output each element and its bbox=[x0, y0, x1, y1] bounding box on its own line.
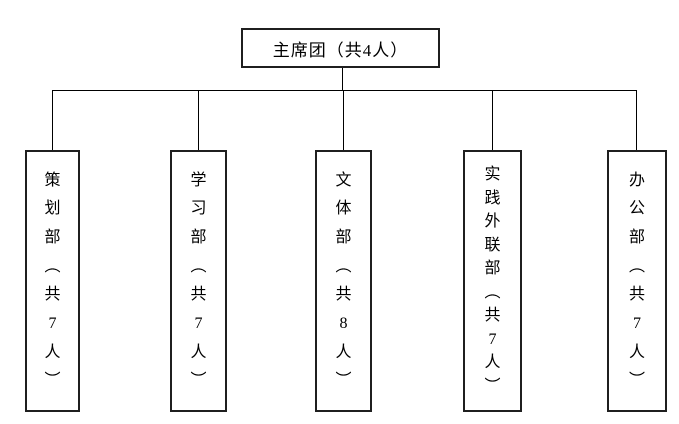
connector-drop-5 bbox=[636, 90, 637, 150]
connector-drop-2 bbox=[198, 90, 199, 150]
org-node-root: 主席团（共4人） bbox=[241, 28, 440, 68]
connector-drop-1 bbox=[52, 90, 53, 150]
connector-drop-3 bbox=[343, 90, 344, 150]
connector-horizontal bbox=[52, 90, 636, 91]
org-node-root-label: 主席团（共4人） bbox=[272, 40, 409, 60]
connector-root-stem bbox=[342, 68, 343, 90]
connector-drop-4 bbox=[492, 90, 493, 150]
